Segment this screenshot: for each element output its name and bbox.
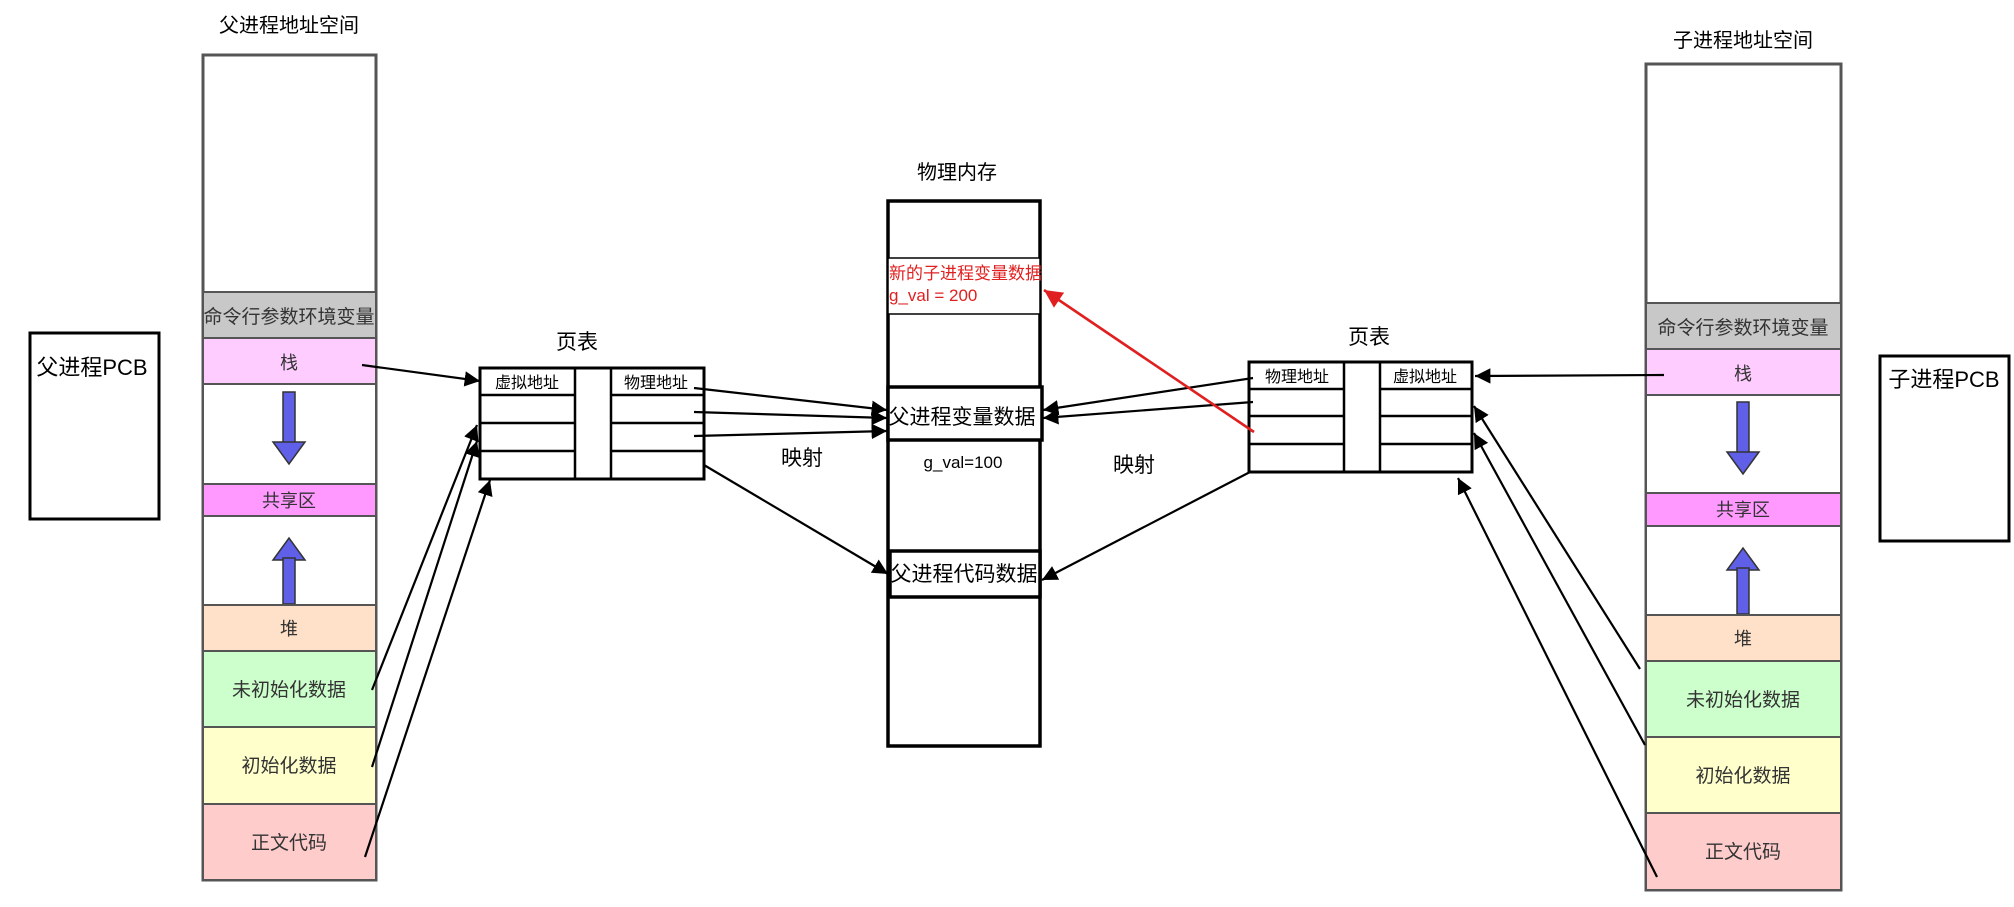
parent-env-segment	[202, 291, 377, 339]
child-page-table-title: 页表	[1348, 326, 1390, 349]
arrow-parent-data-to-table	[370, 440, 480, 768]
child-env-label: 命令行参数环境变量	[1657, 317, 1828, 339]
parent-stack-label: 栈	[280, 353, 298, 374]
parent-pcb: 父进程PCB	[28, 331, 161, 521]
child-shared-segment	[1645, 492, 1842, 527]
arrow-parent-bss-to-table	[370, 424, 479, 691]
parent-code-data-block	[888, 549, 1042, 599]
child-pcb-label: 子进程PCB	[1888, 367, 1999, 392]
parent-address-space-title: 父进程地址空间	[219, 14, 359, 37]
child-heap-up-arrow-icon	[1725, 546, 1761, 615]
arrow-parent-table-to-var-3	[693, 423, 888, 440]
arrow-child-text-to-table	[1457, 477, 1658, 878]
parent-shared-label: 共享区	[262, 491, 316, 512]
parent-data-segment	[202, 726, 377, 805]
arrow-parent-stack-to-table	[361, 363, 481, 387]
parent-page-table: 页表 虚拟地址 物理地址	[478, 331, 706, 481]
arrow-parent-table-to-var-1	[693, 386, 888, 416]
parent-bss-label: 未初始化数据	[232, 679, 346, 701]
child-text-label: 正文代码	[1705, 841, 1781, 863]
mapping-arrows	[361, 363, 1665, 878]
mapping-label-left: 映射	[781, 447, 823, 470]
child-text-segment	[1645, 812, 1842, 891]
child-stack-down-arrow-icon	[1725, 401, 1761, 476]
child-page-table-virtual-header: 虚拟地址	[1393, 368, 1457, 386]
arrow-child-table-to-code	[1041, 471, 1251, 581]
parent-page-table-title: 页表	[556, 331, 598, 354]
new-child-data-line2: g_val = 200	[889, 286, 977, 305]
parent-var-data-label: 父进程变量数据	[889, 406, 1036, 429]
child-heap-segment	[1645, 614, 1842, 662]
parent-shared-segment	[202, 483, 377, 517]
child-address-space: 子进程地址空间 命令行参数环境变量 栈 共享区 堆 未初始化数据 初始化数据 正…	[1644, 29, 1843, 892]
physical-memory-title: 物理内存	[917, 161, 997, 184]
parent-env-label: 命令行参数环境变量	[203, 306, 374, 328]
arrow-parent-table-to-code	[703, 464, 889, 575]
parent-page-table-physical-header: 物理地址	[624, 374, 688, 392]
child-data-label: 初始化数据	[1695, 765, 1790, 787]
parent-stack-down-arrow-icon	[271, 391, 307, 466]
arrow-parent-text-to-table	[363, 479, 493, 858]
parent-code-data-label: 父进程代码数据	[891, 563, 1038, 586]
new-child-data-block	[887, 257, 1041, 315]
child-pcb-box	[1878, 354, 2011, 543]
parent-heap-up-arrow-icon	[271, 536, 307, 605]
mapping-label-right: 映射	[1113, 454, 1155, 477]
child-heap-label: 堆	[1734, 629, 1752, 650]
parent-page-table-virtual-header: 虚拟地址	[495, 374, 559, 392]
parent-pcb-label: 父进程PCB	[36, 355, 147, 380]
arrow-parent-table-to-var-2	[693, 409, 888, 426]
arrow-child-table-to-var-1	[1042, 376, 1254, 416]
child-bss-segment	[1645, 660, 1842, 738]
parent-address-space: 父进程地址空间 命令行参数环境变量 栈 共享区 堆 未初始化数据 初始化数据 正…	[201, 14, 378, 882]
parent-heap-label: 堆	[280, 619, 298, 640]
child-stack-label: 栈	[1734, 364, 1752, 385]
arrow-child-table-to-new-data	[1043, 288, 1255, 434]
arrow-child-data-to-table	[1473, 432, 1646, 746]
child-shared-label: 共享区	[1716, 500, 1770, 521]
new-child-data-line1: 新的子进程变量数据	[889, 264, 1042, 283]
parent-heap-segment	[202, 604, 377, 652]
parent-text-label: 正文代码	[251, 832, 327, 854]
parent-var-data-block	[886, 385, 1044, 442]
arrow-child-stack-to-table	[1474, 368, 1665, 384]
arrow-child-table-to-var-2	[1042, 400, 1254, 425]
parent-pcb-box	[28, 331, 161, 521]
child-stack-segment	[1645, 348, 1842, 396]
parent-text-segment	[202, 803, 377, 881]
physical-memory: 物理内存 新的子进程变量数据 g_val = 200 父进程变量数据 g_val…	[886, 161, 1044, 748]
child-page-table-physical-header: 物理地址	[1265, 368, 1329, 386]
parent-gval-label: g_val=100	[924, 453, 1003, 472]
child-pcb: 子进程PCB	[1878, 354, 2011, 543]
child-address-space-title: 子进程地址空间	[1673, 29, 1813, 52]
child-page-table: 页表 物理地址 虚拟地址	[1247, 326, 1474, 474]
child-bss-label: 未初始化数据	[1686, 689, 1800, 711]
parent-data-label: 初始化数据	[241, 755, 336, 777]
arrow-child-bss-to-table	[1473, 405, 1641, 670]
